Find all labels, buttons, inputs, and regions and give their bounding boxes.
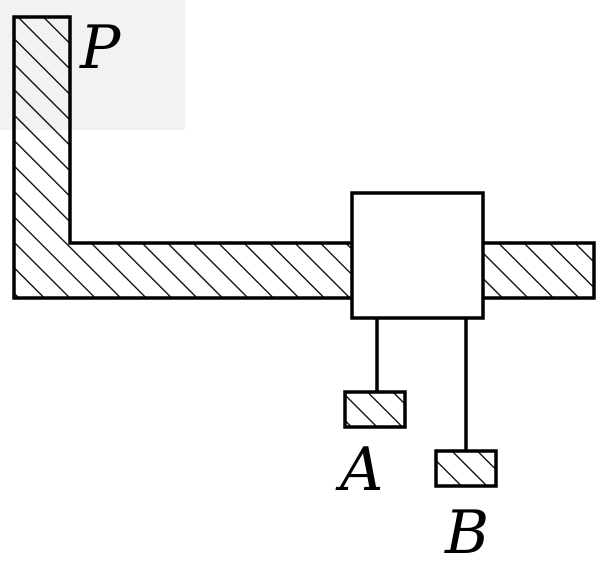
label-b: B — [444, 498, 489, 564]
label-a: A — [335, 435, 383, 505]
weight-b — [434, 449, 498, 488]
sliding-block — [350, 191, 485, 320]
l-shaped-support-p — [12, 15, 596, 300]
weight-a — [343, 390, 407, 429]
label-p: P — [79, 13, 122, 83]
